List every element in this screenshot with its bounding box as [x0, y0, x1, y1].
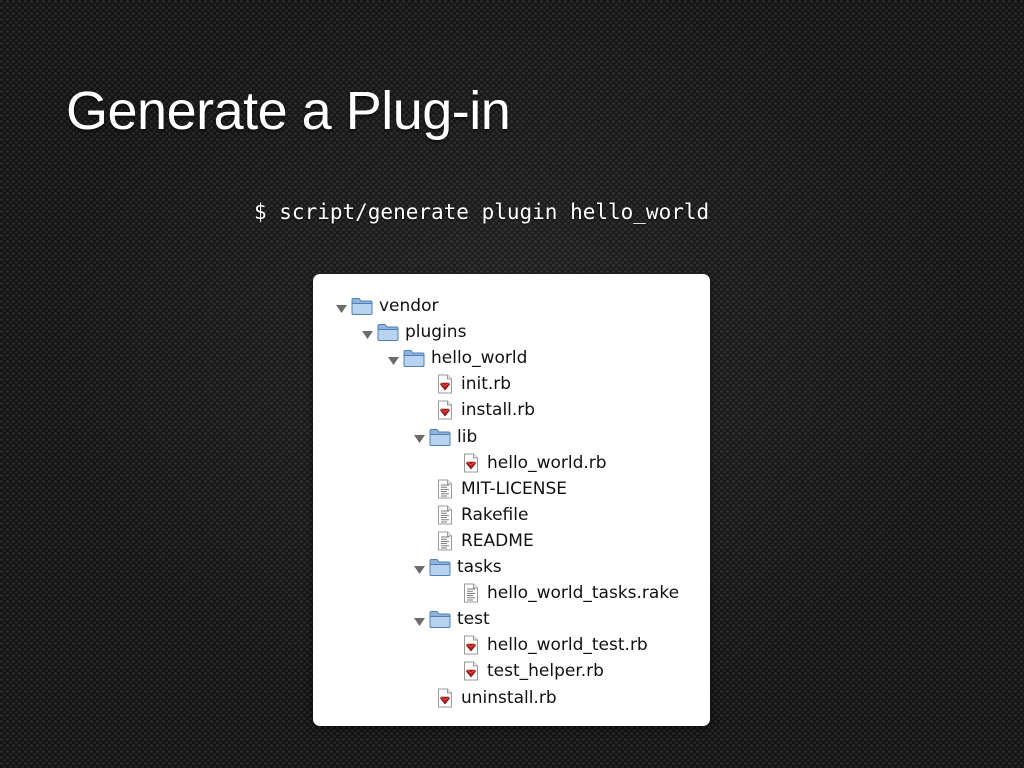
folder-icon: [351, 296, 373, 316]
tree-item-label: hello_world: [431, 348, 528, 369]
text-file-icon: [437, 479, 453, 499]
tree-folder-row[interactable]: vendor: [335, 293, 438, 319]
slide-title: Generate a Plug-in: [66, 81, 511, 141]
disclosure-triangle-icon[interactable]: [335, 300, 348, 313]
tree-folder-row[interactable]: test: [413, 606, 490, 632]
ruby-file-icon: [437, 374, 453, 394]
tree-file-row[interactable]: install.rb: [433, 397, 535, 423]
folder-icon: [429, 609, 451, 629]
command-line: $ script/generate plugin hello_world: [254, 200, 710, 224]
tree-file-row[interactable]: hello_world.rb: [459, 450, 607, 476]
tree-item-label: tasks: [457, 557, 502, 577]
ruby-file-icon: [463, 453, 479, 473]
tree-file-row[interactable]: MIT-LICENSE: [433, 476, 567, 502]
folder-icon: [429, 427, 451, 447]
tree-item-label: test: [457, 609, 490, 630]
tree-item-label: Rakefile: [461, 504, 529, 525]
tree-folder-row[interactable]: hello_world: [387, 345, 527, 371]
tree-item-label: plugins: [405, 322, 467, 343]
tree-item-label: test_helper.rb: [487, 661, 604, 682]
tree-file-row[interactable]: test_helper.rb: [459, 658, 604, 684]
tree-item-label: MIT-LICENSE: [461, 478, 567, 499]
tree-item-label: README: [461, 530, 534, 551]
ruby-file-icon: [463, 635, 479, 655]
tree-item-label: uninstall.rb: [461, 687, 557, 708]
tree-item-label: vendor: [379, 296, 439, 316]
text-file-icon: [437, 505, 453, 525]
text-file-icon: [437, 531, 453, 551]
tree-item-label: hello_world.rb: [487, 452, 607, 473]
file-tree-panel: vendor plugins hello_world init.rb install.r…: [313, 274, 710, 726]
disclosure-triangle-icon[interactable]: [387, 352, 400, 365]
tree-folder-row[interactable]: plugins: [361, 319, 466, 345]
disclosure-triangle-icon[interactable]: [361, 326, 374, 339]
tree-item-label: hello_world_test.rb: [487, 635, 648, 656]
tree-file-row[interactable]: hello_world_tasks.rake: [459, 580, 679, 606]
disclosure-triangle-icon[interactable]: [413, 613, 426, 626]
folder-icon: [377, 322, 399, 342]
tree-folder-row[interactable]: lib: [413, 424, 477, 450]
tree-item-label: init.rb: [461, 374, 512, 395]
disclosure-triangle-icon[interactable]: [413, 561, 426, 574]
ruby-file-icon: [437, 400, 453, 420]
tree-folder-row[interactable]: tasks: [413, 554, 502, 580]
tree-item-label: install.rb: [461, 400, 536, 421]
tree-file-row[interactable]: init.rb: [433, 371, 511, 397]
tree-item-label: hello_world_tasks.rake: [487, 583, 680, 604]
folder-icon: [429, 557, 451, 577]
tree-file-row[interactable]: uninstall.rb: [433, 685, 557, 711]
tree-file-row[interactable]: Rakefile: [433, 502, 528, 528]
text-file-icon: [463, 583, 479, 603]
ruby-file-icon: [463, 661, 479, 681]
tree-file-row[interactable]: hello_world_test.rb: [459, 632, 648, 658]
tree-item-label: lib: [457, 426, 478, 447]
ruby-file-icon: [437, 688, 453, 708]
folder-icon: [403, 348, 425, 368]
disclosure-triangle-icon[interactable]: [413, 430, 426, 443]
tree-file-row[interactable]: README: [433, 528, 534, 554]
